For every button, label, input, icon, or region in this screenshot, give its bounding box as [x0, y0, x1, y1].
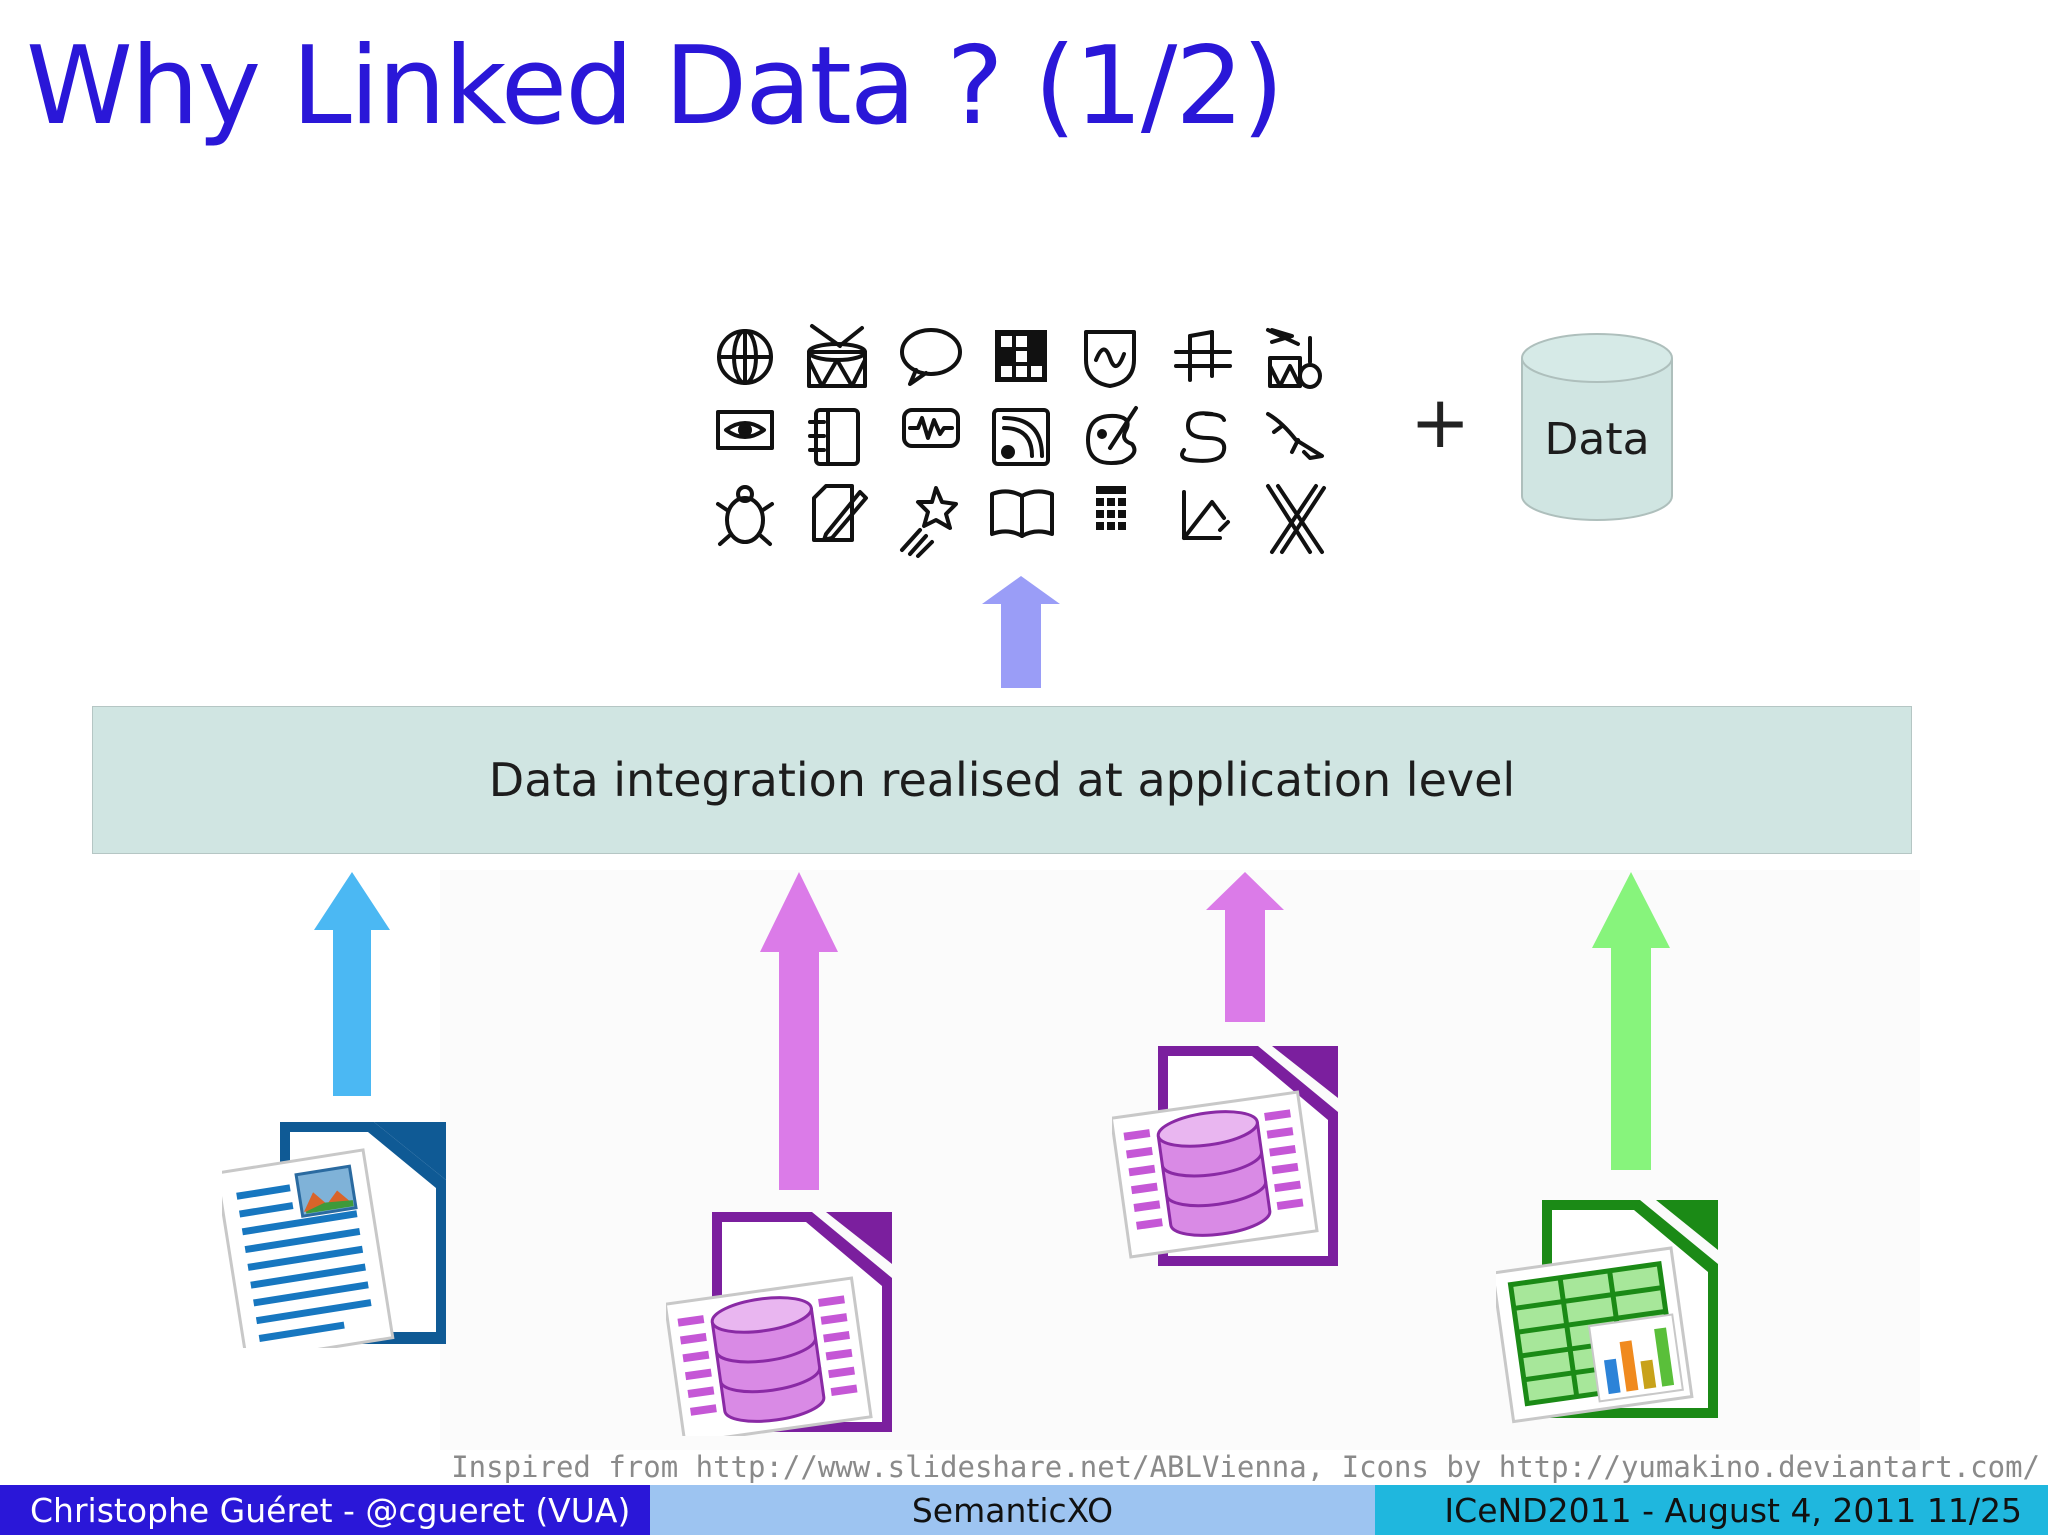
instruments-icon	[1266, 328, 1322, 389]
calculator-icon	[1096, 486, 1126, 530]
database-cylinder	[1521, 333, 1673, 521]
upward-arrow-green	[1592, 872, 1670, 1170]
edit-icon	[812, 484, 868, 542]
base-database-icon	[666, 1212, 892, 1436]
book-icon	[990, 489, 1054, 538]
rss-icon	[992, 408, 1050, 466]
footer-author: Christophe Guéret - @cgueret (VUA)	[0, 1485, 650, 1535]
application-icon-grid	[712, 322, 1342, 562]
drum-icon	[807, 324, 867, 388]
upward-arrow-blue	[314, 872, 390, 1096]
upward-arrow-purple-1	[760, 872, 838, 1190]
x-icon	[1266, 484, 1326, 554]
data-store-label: Data	[1544, 414, 1650, 465]
upward-arrow-top	[982, 576, 1060, 688]
globe-icon	[717, 329, 773, 385]
waveform-shield-icon	[1084, 330, 1136, 388]
footer-bar: Christophe Guéret - @cgueret (VUA) Seman…	[0, 1485, 2048, 1535]
music-notes-icon	[1174, 330, 1232, 382]
footer-project: SemanticXO	[650, 1485, 1375, 1535]
image-credits: Inspired from http://www.slideshare.net/…	[451, 1450, 2040, 1484]
audio-wave-icon	[902, 408, 960, 448]
speech-bubble-icon	[900, 328, 962, 386]
plus-sign: +	[1410, 380, 1471, 464]
turtle-icon	[716, 485, 774, 546]
base-database-icon	[1112, 1046, 1338, 1266]
eye-icon	[716, 410, 774, 450]
calc-spreadsheet-icon	[1496, 1200, 1718, 1424]
arrow-icon	[1182, 490, 1230, 540]
integration-layer-box: Data integration realised at application…	[92, 706, 1912, 854]
shooting-star-icon	[900, 486, 958, 558]
snake-icon	[1180, 411, 1227, 463]
footer-event: ICeND2011 - August 4, 2011 11/25	[1375, 1485, 2048, 1535]
palette-icon	[1086, 406, 1138, 465]
grid-icon	[995, 330, 1047, 382]
writer-document-icon	[222, 1122, 446, 1348]
upward-arrow-purple-2	[1206, 872, 1284, 1022]
slide-title: Why Linked Data ? (1/2)	[26, 24, 1284, 149]
bird-icon	[1266, 412, 1324, 460]
notebook-icon	[808, 408, 860, 466]
